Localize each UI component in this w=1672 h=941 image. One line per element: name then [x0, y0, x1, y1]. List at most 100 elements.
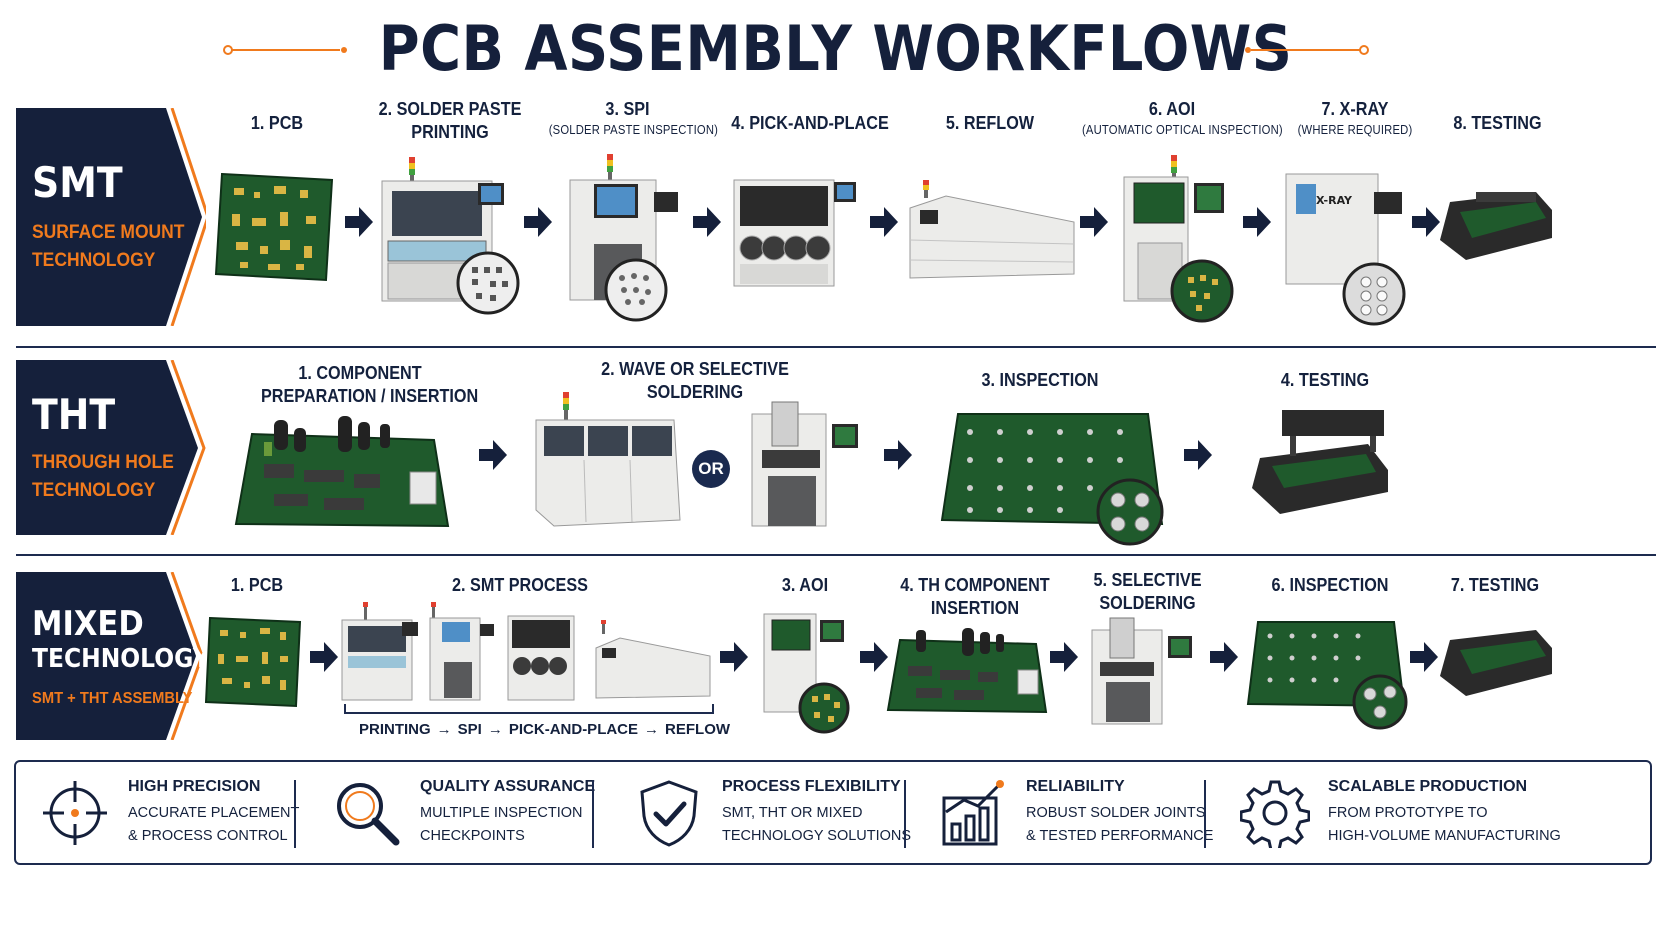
mixed-subtitle: SMT + THT ASSEMBLY [32, 690, 193, 707]
smt-step-label: 8. TESTING [1453, 113, 1542, 133]
smt-process-bracket [344, 704, 714, 714]
benefit-desc: HIGH-VOLUME MANUFACTURING [1328, 827, 1561, 844]
tht-label-chevron [16, 360, 206, 535]
benefit-desc: SMT, THT OR MIXED [722, 804, 863, 821]
aoi-machine-illustration [1123, 155, 1234, 323]
flow-arrow-icon [1080, 207, 1108, 237]
benefit-title: HIGH PRECISION [128, 777, 261, 795]
benefit-desc: & TESTED PERFORMANCE [1026, 827, 1214, 844]
benefit-separator [592, 780, 594, 848]
title-decoration-left [223, 45, 347, 55]
benefit-item: HIGH PRECISION ACCURATE PLACEMENT & PROCES… [40, 762, 310, 863]
flow-arrow-icon [1410, 642, 1438, 672]
smt-subtitle-2: TECHNOLOGY [32, 250, 156, 271]
benefit-desc: CHECKPOINTS [420, 827, 525, 844]
magnifier-icon [337, 782, 400, 845]
selective-soldering-illustration [751, 401, 858, 527]
mixed-workflow: MIXED TECHNOLOGY SMT + THT ASSEMBLY [16, 572, 1656, 740]
spi-machine-illustration [569, 154, 678, 322]
wave-soldering-illustration [535, 392, 681, 527]
benefit-desc: & PROCESS CONTROL [128, 827, 288, 844]
mixed-step-label: 7. TESTING [1450, 575, 1540, 595]
smt-step-label: 5. REFLOW [945, 113, 1035, 133]
smt-step-label: 6. AOI(AUTOMATIC OPTICAL INSPECTION) [1082, 99, 1283, 137]
flow-arrow-icon [524, 207, 552, 237]
flow-arrow-icon [1184, 440, 1212, 470]
tht-subtitle-1: THROUGH HOLE [32, 452, 174, 473]
crosshair-icon [43, 780, 107, 845]
tht-test-fixture-illustration [1252, 410, 1388, 514]
benefit-separator [294, 780, 296, 848]
benefit-separator [904, 780, 906, 848]
section-divider [16, 346, 1656, 348]
flow-arrow-icon [345, 207, 373, 237]
shield-check-icon [640, 779, 698, 847]
mixed-selective-soldering-illustration [1091, 617, 1192, 725]
growth-chart-icon [942, 779, 1004, 845]
flow-arrow-icon [479, 440, 507, 470]
reflow-oven-illustration [909, 180, 1075, 279]
flow-arrow-icon [884, 440, 912, 470]
flow-arrow-icon [1412, 207, 1440, 237]
mixed-th-board-illustration [886, 628, 1048, 714]
xray-machine-illustration: X-RAY [1285, 173, 1406, 326]
mixed-step-label: 1. PCB [230, 575, 284, 595]
smt-step-label: 4. PICK-AND-PLACE [731, 113, 889, 133]
tht-workflow: THT THROUGH HOLE TECHNOLOGY [16, 360, 1656, 535]
mixed-step-label: 2. SMT PROCESS [452, 575, 588, 595]
smt-process-machines-illustration [341, 602, 711, 701]
tht-subtitle-2: TECHNOLOGY [32, 480, 156, 501]
flow-arrow-icon [860, 642, 888, 672]
benefit-title: SCALABLE PRODUCTION [1328, 777, 1528, 795]
section-divider [16, 554, 1656, 556]
mixed-code-line1: MIXED [32, 604, 144, 644]
flow-arrow-icon [310, 642, 338, 672]
smt-step-label: 3. SPI(SOLDER PASTE INSPECTION) [548, 99, 719, 137]
tht-step-label: 3. INSPECTION [981, 370, 1099, 390]
flow-arrow-icon [1050, 642, 1078, 672]
benefit-title: PROCESS FLEXIBILITY [722, 777, 901, 795]
mixed-code-line2: TECHNOLOGY [32, 644, 210, 674]
gear-icon [1240, 780, 1310, 848]
xray-machine-label: X-RAY [1316, 194, 1353, 207]
paste-printer-illustration [381, 157, 520, 315]
mixed-label-chevron [16, 572, 204, 740]
tht-code: THT [32, 390, 116, 439]
flow-arrow-icon [720, 642, 748, 672]
smt-workflow: SMT SURFACE MOUNT TECHNOLOGY [16, 108, 1656, 326]
mixed-test-fixture-illustration [1440, 630, 1552, 696]
tht-step-label: 4. TESTING [1280, 370, 1370, 390]
benefit-item: RELIABILITY ROBUST SOLDER JOINTS & TESTED … [938, 762, 1228, 863]
flow-arrow-icon [1243, 207, 1271, 237]
tht-inspection-board-illustration [940, 413, 1164, 546]
mixed-aoi-machine-illustration [763, 613, 850, 734]
smt-process-sequence: PRINTING→SPI→PICK-AND-PLACE→REFLOW [359, 721, 731, 738]
benefit-desc: ACCURATE PLACEMENT [128, 804, 300, 821]
flow-arrow-icon [693, 207, 721, 237]
page-title: PCB ASSEMBLY WORKFLOWS [379, 11, 1293, 85]
benefits-panel: HIGH PRECISION ACCURATE PLACEMENT & PROCES… [14, 760, 1652, 865]
benefit-title: RELIABILITY [1026, 777, 1125, 795]
mixed-pcb-board-illustration [204, 616, 302, 708]
pcb-board-illustration [214, 172, 334, 282]
test-fixture-illustration [1440, 192, 1552, 260]
mixed-step-label: 6. INSPECTION [1271, 575, 1389, 595]
flow-arrow-icon [870, 207, 898, 237]
smt-step-label: 1. PCB [250, 113, 304, 133]
benefit-desc: ROBUST SOLDER JOINTS [1026, 804, 1206, 821]
mixed-inspection-board-illustration [1246, 621, 1408, 730]
pick-and-place-illustration [733, 179, 856, 287]
flow-arrow-icon [1210, 642, 1238, 672]
benefit-item: SCALABLE PRODUCTION FROM PROTOTYPE TO HIGH… [1240, 762, 1640, 863]
smt-step-label: 7. X-RAY(WHERE REQUIRED) [1297, 99, 1413, 137]
mixed-step-label: 3. AOI [781, 575, 829, 595]
benefit-title: QUALITY ASSURANCE [420, 777, 596, 795]
title-decoration-right [1245, 45, 1369, 55]
benefit-desc: FROM PROTOTYPE TO [1328, 804, 1488, 821]
